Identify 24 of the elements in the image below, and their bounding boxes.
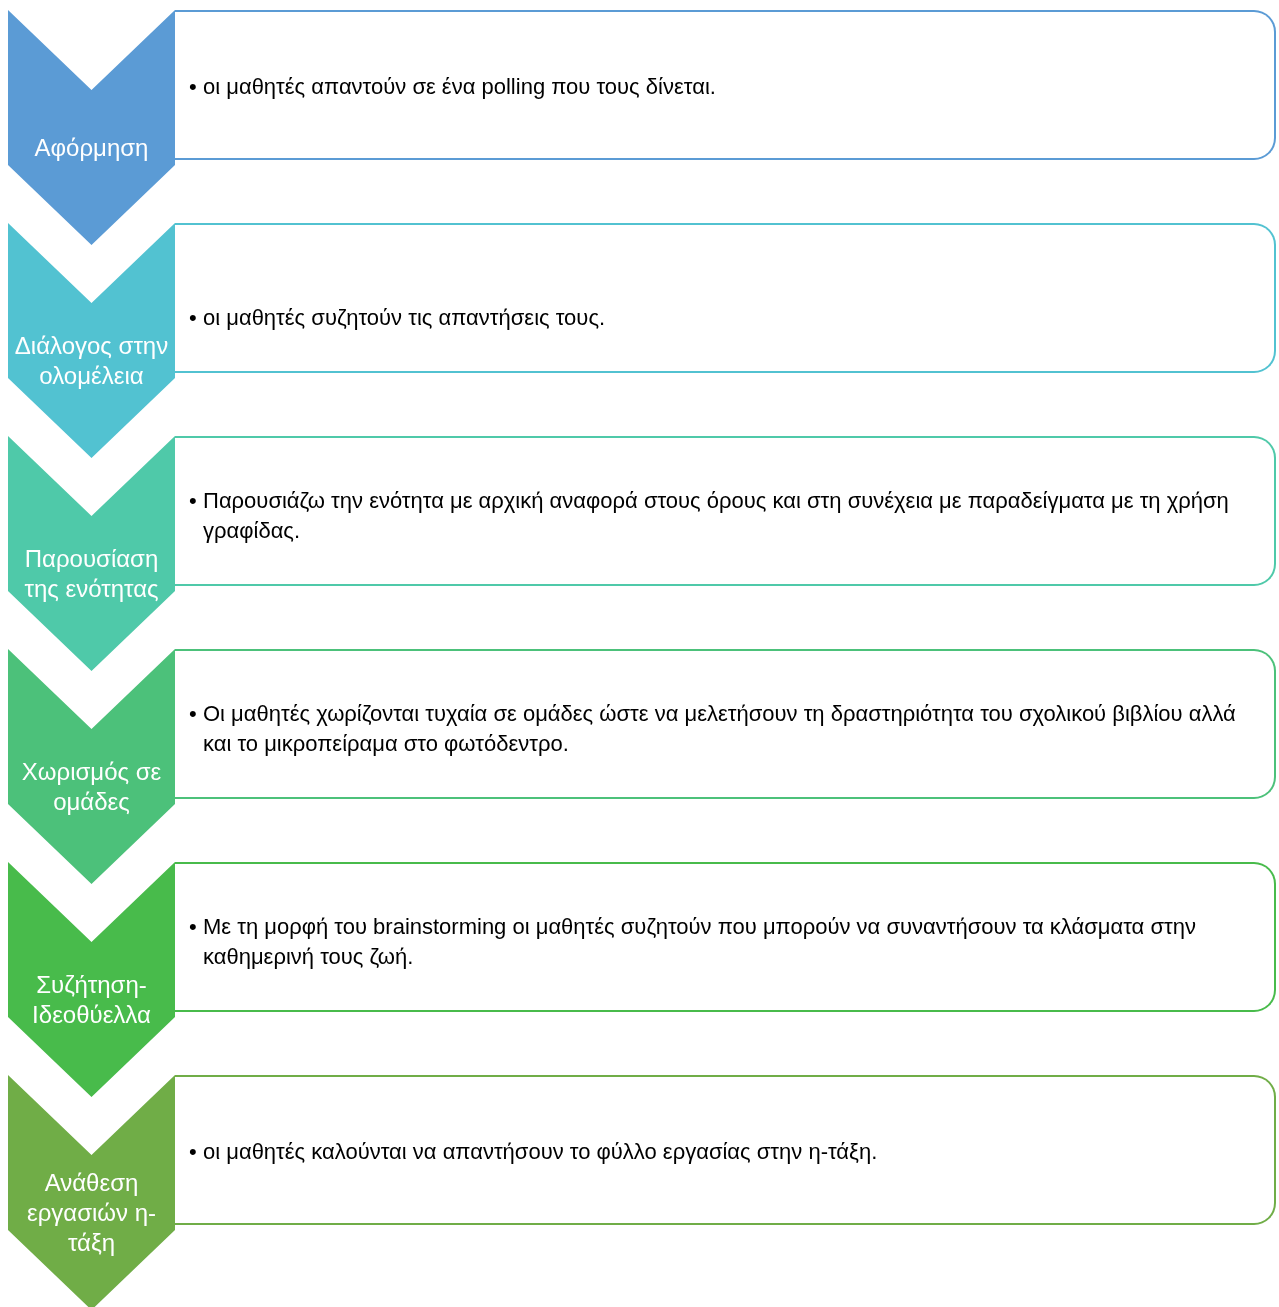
- bullet-text: οι μαθητές απαντούν σε ένα polling που τους δίνεται.: [203, 73, 716, 101]
- content-box: [175, 1075, 1276, 1225]
- bullet-text: οι μαθητές συζητούν τις απαντήσεις τους.: [203, 304, 606, 332]
- bullet-mark: •: [189, 700, 198, 728]
- step-label: Αφόρμηση: [34, 132, 149, 163]
- step-label: Διάλογος στην ολομέλεια: [13, 330, 170, 391]
- content-box: [175, 649, 1276, 799]
- content-box: [175, 223, 1276, 373]
- step-label: Συζήτηση-Ιδεοθύελλα: [31, 969, 152, 1030]
- bullet-text: οι μαθητές καλούνται να απαντήσουν το φύλλο εργασίας στην η-τάξη.: [203, 1138, 878, 1166]
- step-label: Παρουσίαση της ενότητας: [23, 543, 160, 604]
- step-label: Ανάθεση εργασιών η-τάξη: [25, 1167, 158, 1258]
- bullet-mark: •: [189, 73, 198, 101]
- step-label: Χωρισμός σε ομάδες: [20, 756, 163, 817]
- bullet-text: Με τη μορφή του brainstorming οι μαθητές συζητούν που μπορούν να συναντήσουν τα κλάσματα στην καθημερινή τους ζωή.: [203, 913, 1197, 971]
- bullet-text: Οι μαθητές χωρίζονται τυχαία σε ομάδες ώστε να μελετήσουν τη δραστηριότητα του σχολικού βιβλίου αλλά και το μικροπείραμα στο φωτόδεντρο.: [203, 700, 1237, 758]
- content-box: [175, 10, 1276, 160]
- bullet-mark: •: [189, 304, 198, 332]
- content-box: [175, 862, 1276, 1012]
- bullet-text: Παρουσιάζω την ενότητα με αρχική αναφορά στους όρους και στη συνέχεια με παραδείγματα με τη χρήση γραφίδας.: [203, 487, 1230, 545]
- bullet-mark: •: [189, 1138, 198, 1166]
- bullet-mark: •: [189, 913, 198, 941]
- content-box: [175, 436, 1276, 586]
- bullet-mark: •: [189, 487, 198, 515]
